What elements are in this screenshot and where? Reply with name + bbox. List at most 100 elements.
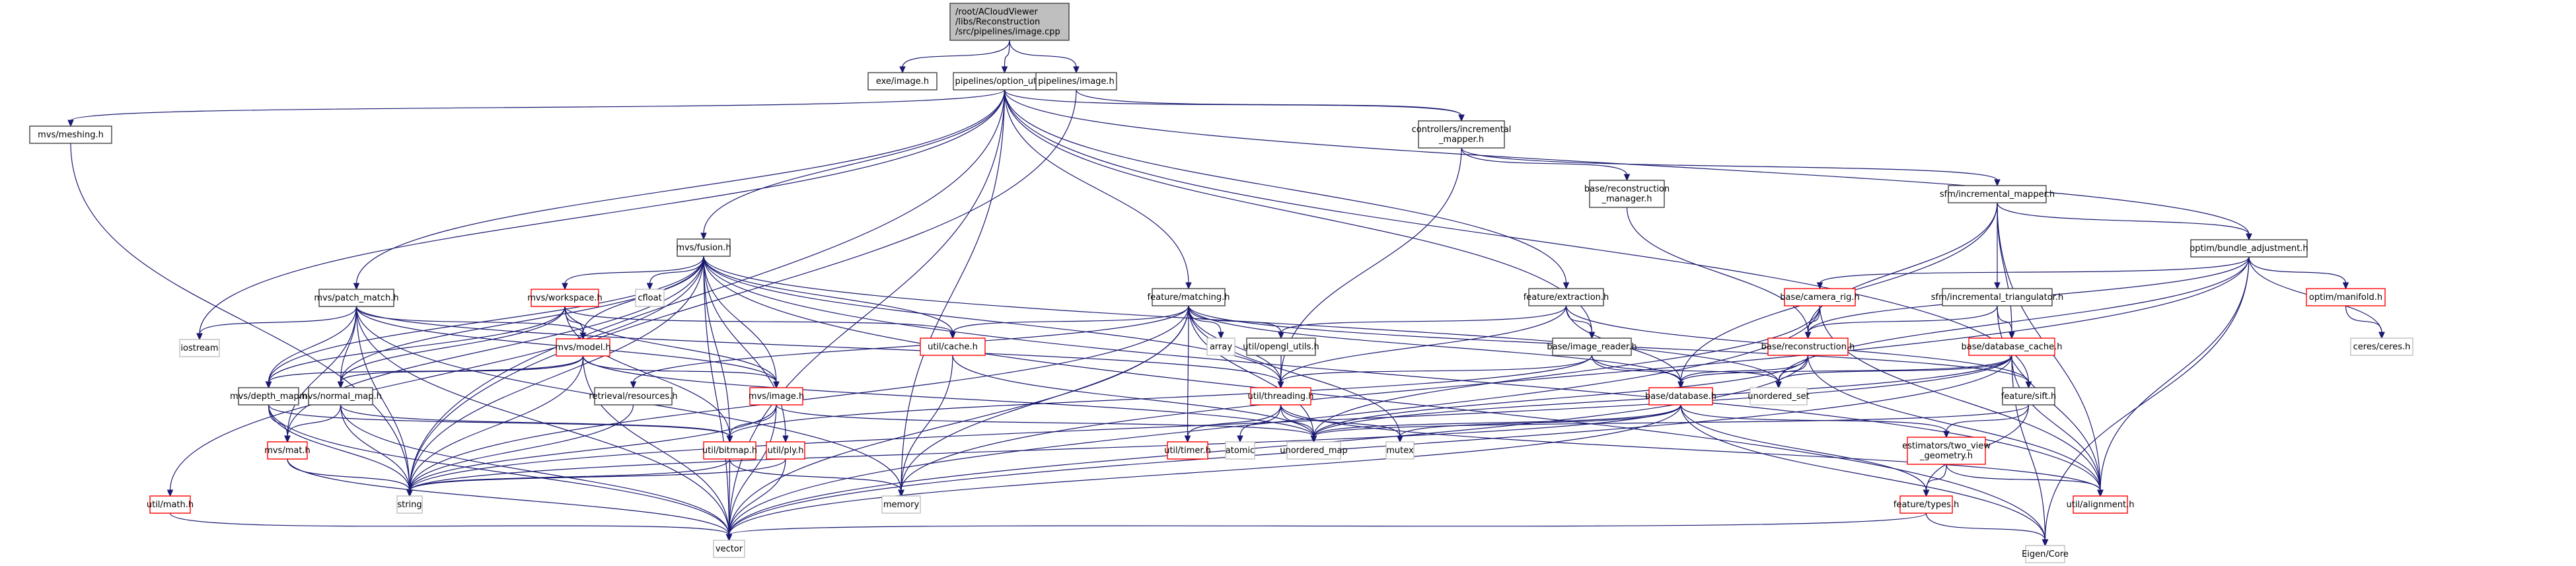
node-box[interactable] [766,441,805,460]
node-box[interactable] [1968,337,2055,356]
node-box[interactable] [1418,120,1505,149]
node-two_view_geom[interactable]: estimators/two_view_geometry.h [1902,437,1991,465]
node-label: sfm/incremental_mapper.h [1940,190,2055,199]
node-patch_match[interactable]: mvs/patch_match.h [314,289,399,307]
node-box[interactable] [920,337,986,356]
node-box[interactable] [238,387,299,406]
edge-sfm_inc_mapper-to-database_cache [1997,202,2012,334]
node-feat_extraction[interactable]: feature/extraction.h [1524,288,1609,306]
node-ply[interactable]: util/ply.h [766,441,805,460]
edge-feat_matching-to-timer [1187,305,1189,437]
node-box[interactable] [1250,387,1311,406]
edge-database_cache-to-database [1680,355,2012,383]
node-retrieval_res[interactable]: retrieval/resources.h [589,387,678,406]
node-feat_types[interactable]: feature/types.h [1894,495,1960,514]
node-normal_map[interactable]: mvs/normal_map.h [299,387,382,406]
node-sift[interactable]: feature/sift.h [2001,387,2057,406]
node-box[interactable] [1907,437,1986,465]
node-box[interactable] [949,3,1070,41]
arrowhead-ply-to-string [406,489,413,497]
node-box[interactable] [677,238,731,257]
node-fusion[interactable]: mvs/fusion.h [676,238,731,257]
node-box[interactable] [703,441,756,460]
node-database[interactable]: base/database.h [1645,387,1716,406]
node-sfm_inc_mapper[interactable]: sfm/incremental_mapper.h [1940,185,2055,203]
node-ctrl_inc_mapper[interactable]: controllers/incremental_mapper.h [1412,120,1512,149]
node-util_math[interactable]: util/math.h [147,495,194,514]
node-box[interactable] [29,125,112,144]
node-box[interactable] [749,387,803,406]
node-box[interactable] [531,289,599,307]
node-timer[interactable]: util/timer.h [1164,441,1211,460]
node-box[interactable] [1899,495,1953,514]
node-box[interactable] [1167,441,1208,460]
arrowhead-database_cache-to-unordered_set [1775,381,1782,389]
node-box[interactable] [1948,185,2047,203]
node-root[interactable]: /root/ACloudViewer/libs/Reconstruction/s… [949,3,1070,41]
edge-threading-to-timer [1187,404,1282,437]
node-box[interactable] [1246,337,1316,356]
arrowhead-feat_matching-to-cache [949,332,956,339]
node-model[interactable]: mvs/model.h [555,338,611,357]
node-box[interactable] [1648,387,1713,406]
node-manifold[interactable]: optim/manifold.h [2306,288,2386,306]
node-box[interactable] [149,495,191,514]
node-box[interactable] [1552,337,1632,356]
edge-fusion-to-threading [703,256,1282,383]
node-threading[interactable]: util/threading.h [1247,387,1314,406]
node-box[interactable] [2073,495,2128,514]
edge-fusion-to-normal_map [340,256,704,383]
edge-workspace-to-normal_map [340,306,566,383]
node-box[interactable] [594,387,673,406]
node-box[interactable] [1942,288,2053,306]
node-reconstruction[interactable]: base/reconstruction.h [1761,337,1855,356]
node-box[interactable] [1589,180,1665,208]
node-opengl_utils[interactable]: util/opengl_utils.h [1243,337,1319,356]
node-box[interactable] [318,289,394,307]
node-box[interactable] [1784,288,1856,306]
edge-option_utils-to-feat_matching [1004,89,1189,284]
arrowhead-bitmap-to-memory [898,489,904,497]
node-box[interactable] [1035,72,1117,90]
node-cache[interactable]: util/cache.h [920,337,986,356]
node-bundle_adj[interactable]: optim/bundle_adjustment.h [2190,239,2308,258]
edge-patch_match-to-iostream [199,306,357,335]
node-workspace[interactable]: mvs/workspace.h [527,289,603,307]
node-box[interactable] [1152,288,1226,306]
node-database_cache[interactable]: base/database_cache.h [1961,337,2063,356]
node-image_reader[interactable]: base/image_reader.h [1547,337,1637,356]
node-feat_matching[interactable]: feature/matching.h [1148,288,1230,306]
node-box[interactable] [267,441,308,460]
node-mvs_image[interactable]: mvs/image.h [749,387,804,406]
node-recon_manager[interactable]: base/reconstruction_manager.h [1584,180,1670,208]
node-box[interactable] [556,338,610,357]
edge-mvs_image-to-bitmap [729,404,777,437]
node-box[interactable] [1767,337,1849,356]
node-pipelines_image[interactable]: pipelines/image.h [1035,72,1117,90]
node-label: cfloat [638,293,661,303]
edge-feat_extraction-to-opengl_utils [1280,305,1567,334]
arrowhead-option_utils-to-fusion [700,232,707,240]
node-box[interactable] [2002,387,2055,406]
node-alignment[interactable]: util/alignment.h [2067,495,2135,514]
node-box[interactable] [1528,288,1604,306]
node-box[interactable] [2306,288,2386,306]
node-depth_map[interactable]: mvs/depth_map.h [230,387,307,406]
node-box[interactable] [867,72,938,90]
node-box[interactable] [308,387,373,406]
edge-two_view_geom-to-alignment [1946,464,2101,491]
node-meshing[interactable]: mvs/meshing.h [29,125,112,144]
edge-feat_matching-to-vector [728,305,1189,536]
node-box[interactable] [2190,239,2308,258]
node-bitmap[interactable]: util/bitmap.h [702,441,757,460]
edge-workspace-to-cache [564,306,953,334]
arrowhead-model-to-normal_map [337,381,344,389]
arrowhead-option_utils-to-feat_extraction [1563,282,1570,290]
edge-option_utils-to-feat_extraction [1004,89,1567,284]
node-exe_image[interactable]: exe/image.h [867,72,938,90]
arrowhead-option_utils-to-meshing [67,120,74,127]
node-mat[interactable]: mvs/mat.h [264,441,311,460]
node-camera_rig[interactable]: base/camera_rig.h [1780,288,1860,306]
node-label: unordered_set [1748,392,1809,402]
node-inc_triangulator[interactable]: sfm/incremental_triangulator.h [1931,288,2063,306]
